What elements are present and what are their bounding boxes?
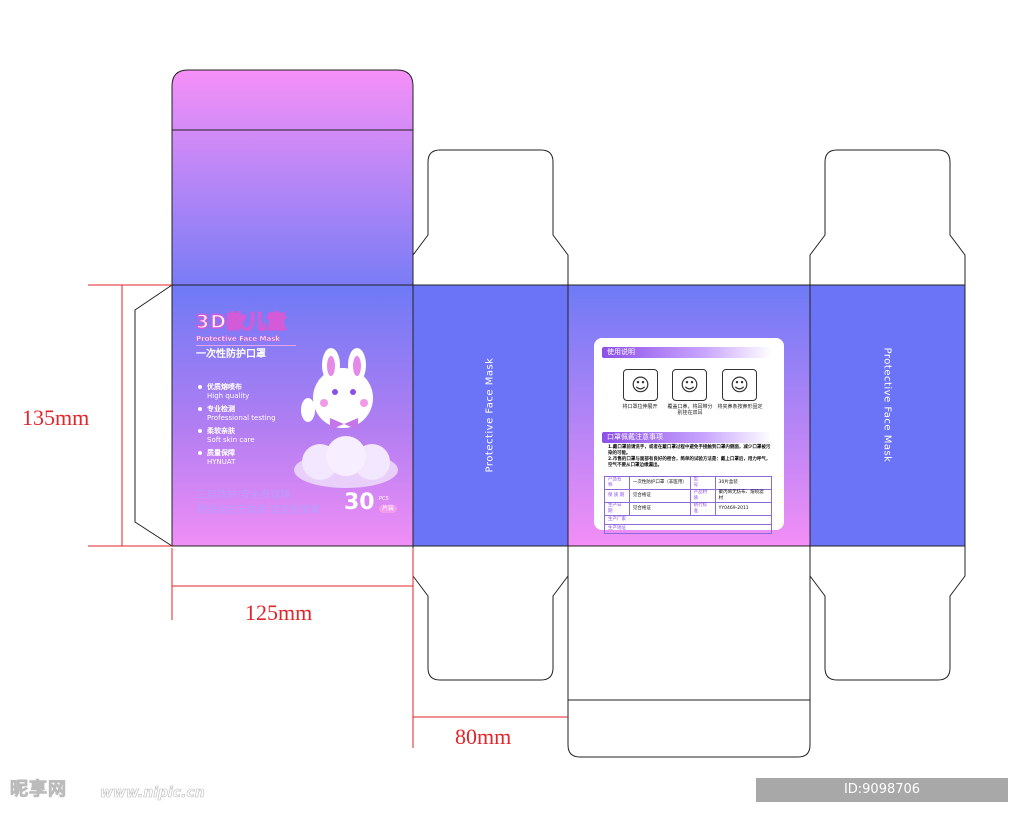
front-title: 3D款儿童 (195, 311, 287, 334)
dimension-lines (88, 284, 568, 748)
side-label-right: Protective Face Mask (881, 347, 893, 463)
watermark-logo: 昵享网 (10, 779, 67, 801)
dust-flap-top-right (809, 149, 966, 285)
info-card: 使用说明 ☺ ☺ ☺ 将口罩拉伸展开 覆盖口鼻，将耳带分别挂在双耳 将夹鼻条按鼻… (594, 338, 784, 534)
bottom-flap (567, 546, 811, 758)
step-1-illustration-icon: ☺ (623, 369, 658, 401)
front-subtitle: Protective Face Mask (196, 335, 296, 346)
slogan-2: 舒适自在无拘束 宝宝更爱戴 (197, 505, 321, 516)
notes: 1.戴口罩前请洗手，或者在戴口罩过程中避免手接触到口罩内侧面，减少口罩被污染的可… (608, 445, 773, 469)
image-id-badge: ID:9098706 NO:20250903145933384100 (756, 778, 1008, 821)
slogan-1: 三层防护/安全有保障 (197, 490, 291, 501)
note-item: 2.市售的口罩与面部有良好的密合，简单的试验方法是：戴上口罩后，用力呼气，空气不… (608, 457, 771, 468)
dust-flap-top-left (412, 149, 569, 285)
step-caption: 将口罩拉伸展开 (622, 404, 658, 410)
height-dimension-label: 135mm (22, 405, 90, 430)
side-label: Protective Face Mask (484, 357, 496, 473)
side-panel-right (809, 284, 966, 547)
step-caption: 覆盖口鼻，将耳带分别挂在双耳 (667, 404, 713, 416)
notice-title: 口罩佩戴注意事项 (602, 432, 772, 443)
front-panel (171, 284, 414, 547)
note-item: 1.戴口罩前请洗手，或者在戴口罩过程中避免手接触到口罩内侧面，减少口罩被污染的可… (608, 445, 771, 456)
usage-title: 使用说明 (602, 347, 772, 358)
side-panel (412, 284, 569, 547)
step-2-illustration-icon: ☺ (672, 369, 707, 401)
width-dimension-label: 125mm (245, 600, 313, 625)
watermark-url: www.nipic.cn (100, 785, 205, 802)
bunny-mascot-icon (294, 348, 398, 488)
pcs-label: PCS (379, 496, 389, 502)
dust-flap-bottom-left (412, 546, 569, 681)
depth-dimension-label: 80mm (455, 724, 512, 749)
unit-badge: 片装 (379, 505, 398, 513)
product-name: 一次性防护口罩 (196, 349, 266, 360)
glue-flap (134, 284, 173, 547)
dust-flap-bottom-right (809, 546, 966, 681)
step-caption: 将夹鼻条按鼻形固定 (717, 404, 763, 410)
top-flap (171, 69, 414, 286)
step-3-illustration-icon: ☺ (722, 369, 757, 401)
piece-count: 30 (344, 490, 375, 515)
